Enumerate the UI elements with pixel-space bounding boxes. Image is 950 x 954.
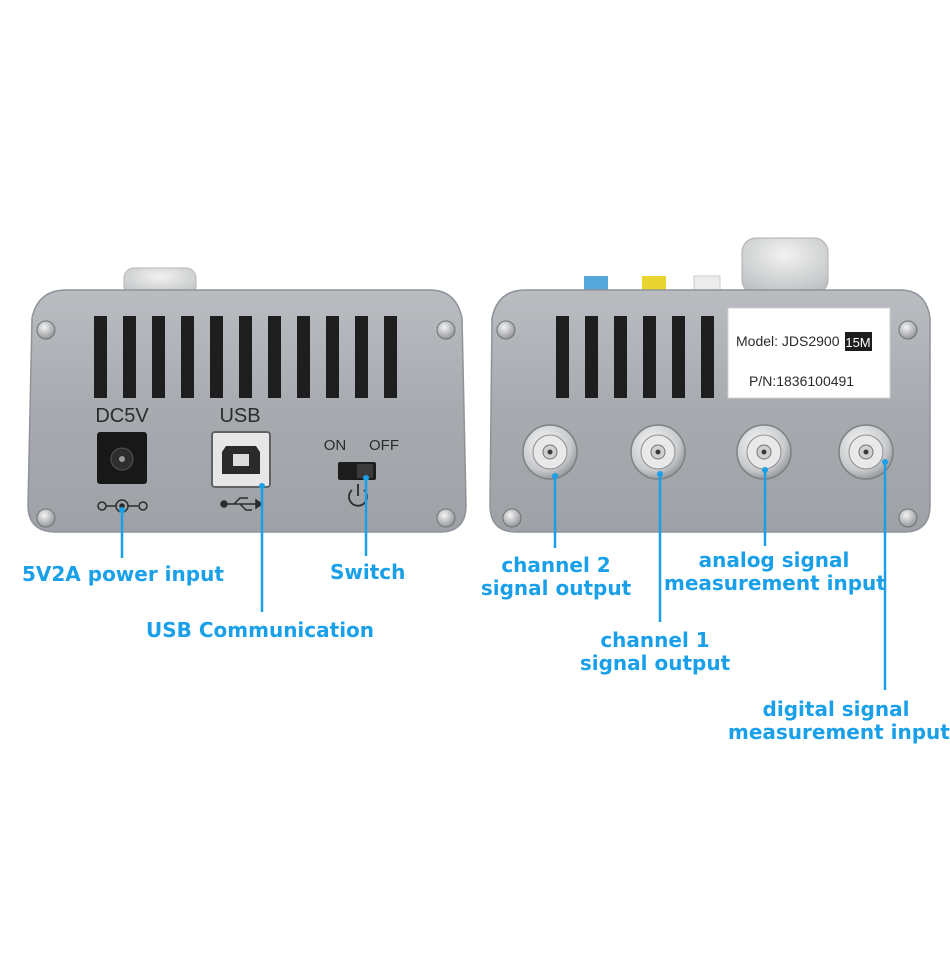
blue-terminal	[584, 276, 608, 292]
bnc-connector-ch2	[522, 424, 578, 480]
part-number-text: P/N:1836100491	[749, 373, 854, 389]
usb-b-port	[211, 431, 271, 488]
bnc-connector-ch1	[630, 424, 686, 480]
callout-channel-2: channel 2 signal output	[480, 554, 632, 600]
callout-power-input: 5V2A power input	[22, 562, 224, 586]
callout-switch: Switch	[330, 560, 406, 584]
callout-channel-1-line1: channel 1	[600, 628, 710, 652]
switch-on-label: ON	[324, 437, 347, 454]
vent-slots	[556, 316, 714, 398]
callout-analog-line2: measurement input	[664, 571, 886, 595]
switch-off-label: OFF	[369, 437, 399, 454]
screw-icon	[496, 320, 918, 528]
right-device: Model: JDS2900 15M P/N:1836100491	[489, 237, 931, 533]
dc-power-jack	[97, 432, 147, 484]
usb-icon	[220, 497, 264, 511]
usb-port-label: USB	[219, 405, 260, 427]
callout-digital-line1: digital signal	[762, 697, 910, 721]
callout-usb: USB Communication	[146, 618, 375, 642]
callout-analog-input: analog signal measurement input	[664, 548, 886, 595]
model-badge	[845, 332, 872, 351]
model-label: Model: JDS2900 15M P/N:1836100491	[727, 307, 891, 399]
model-badge-text: 15M	[845, 335, 870, 350]
screw-icon	[36, 320, 456, 528]
callout-digital-line2: measurement input	[728, 720, 950, 744]
callout-channel-2-line2: signal output	[480, 576, 632, 600]
polarity-icon	[97, 499, 148, 513]
callout-analog-line1: analog signal	[698, 548, 850, 572]
callout-channel-2-line1: channel 2	[501, 553, 611, 577]
power-switch	[338, 462, 376, 480]
callout-lines	[119, 459, 888, 690]
top-knob	[741, 237, 829, 295]
left-device: DC5V USB ON OFF	[27, 267, 467, 533]
vent-slots	[94, 316, 397, 398]
callout-channel-1-line2: signal output	[579, 651, 731, 675]
bnc-connector-digital	[838, 424, 894, 480]
power-jack-label: DC5V	[95, 405, 149, 427]
callout-channel-1: channel 1 signal output	[578, 629, 732, 675]
model-text: Model: JDS2900	[736, 333, 840, 349]
bnc-connector-analog	[736, 424, 792, 480]
yellow-terminal	[642, 276, 666, 292]
callout-digital-input: digital signal measurement input	[728, 697, 950, 744]
